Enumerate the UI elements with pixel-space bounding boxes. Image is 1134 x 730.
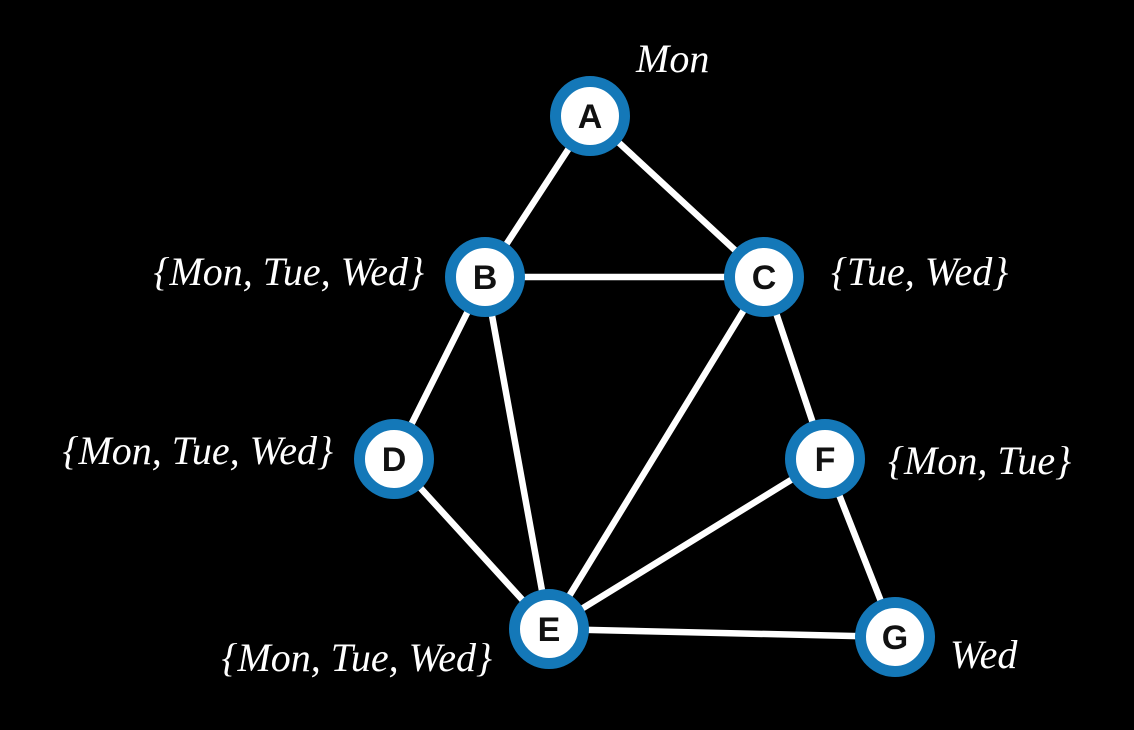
node-E-letter: E <box>538 611 561 649</box>
node-G-circle <box>855 597 935 677</box>
node-C-letter: C <box>752 259 777 297</box>
node-A-circle <box>550 76 630 156</box>
node-D-circle <box>354 419 434 499</box>
node-F-circle <box>785 419 865 499</box>
node-F: F <box>785 419 865 499</box>
edge-E-F <box>545 455 829 633</box>
node-C-domain-label: {Tue, Wed} <box>831 249 1008 294</box>
node-B-letter: B <box>473 259 498 297</box>
edge-E-G <box>545 625 899 641</box>
node-G-domain-label: Wed <box>950 632 1018 677</box>
node-B: B <box>445 237 525 317</box>
node-E: E <box>509 589 589 669</box>
node-B-domain-label: {Mon, Tue, Wed} <box>153 249 424 294</box>
node-G-letter: G <box>882 619 908 657</box>
node-B-circle <box>445 237 525 317</box>
node-A-letter: A <box>578 98 603 136</box>
node-A-domain-label: Mon <box>635 36 709 81</box>
node-E-circle <box>509 589 589 669</box>
node-D: D <box>354 419 434 499</box>
node-A: A <box>550 76 630 156</box>
node-D-letter: D <box>382 441 407 479</box>
node-G: G <box>855 597 935 677</box>
node-D-domain-label: {Mon, Tue, Wed} <box>62 428 333 473</box>
node-E-domain-label: {Mon, Tue, Wed} <box>221 635 492 680</box>
node-C-circle <box>724 237 804 317</box>
edge-C-E <box>545 273 768 633</box>
node-C: C <box>724 237 804 317</box>
node-F-letter: F <box>815 441 836 479</box>
edge-B-E <box>481 273 553 633</box>
node-F-domain-label: {Mon, Tue} <box>888 438 1071 483</box>
